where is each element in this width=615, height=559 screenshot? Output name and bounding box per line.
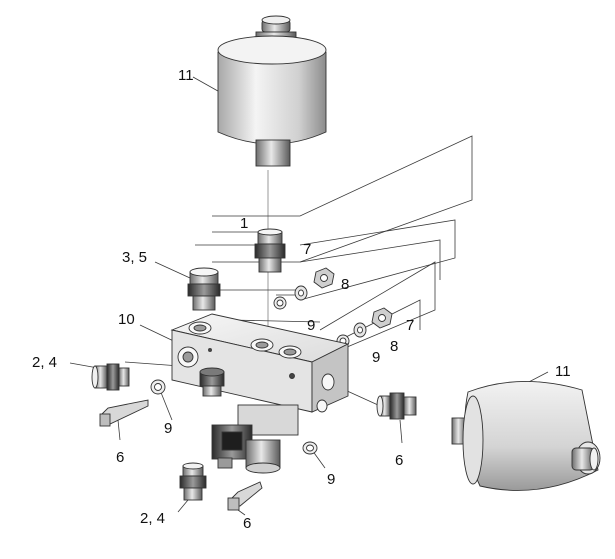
callout-11-top: 11 — [178, 67, 194, 84]
nut-7-lower — [371, 307, 393, 329]
callout-10: 10 — [118, 311, 135, 328]
accumulator-right — [451, 381, 601, 491]
callout-9-bottom: 9 — [327, 471, 335, 488]
callout-labels: 11 1 3, 5 7 8 9 7 8 9 10 2, 4 9 6 6 9 2,… — [32, 67, 571, 532]
solenoid-valve — [211, 404, 299, 474]
callout-6-right: 6 — [395, 452, 403, 469]
fitting-6-right — [376, 392, 417, 420]
fitting-1 — [254, 228, 286, 273]
bolt-6-bottom — [227, 481, 263, 511]
callout-1: 1 — [240, 215, 248, 232]
fitting-3-5 — [187, 267, 221, 311]
fitting-2-4-bottom — [179, 462, 207, 501]
washer-9-bottom — [302, 441, 318, 455]
manifold-block — [170, 313, 350, 413]
washer-8-upper — [294, 285, 308, 301]
callout-7-lower: 7 — [406, 317, 414, 334]
callout-3-5: 3, 5 — [122, 249, 147, 266]
washer-9-upper — [273, 296, 287, 310]
callout-8-lower: 8 — [390, 338, 398, 355]
sensor-10 — [199, 367, 225, 397]
accumulator-top — [217, 15, 327, 167]
washer-9-left — [150, 379, 166, 395]
callout-9-upper: 9 — [307, 317, 315, 334]
nut-7-upper — [313, 267, 335, 289]
bolt-6-left — [99, 399, 149, 427]
callout-8-upper: 8 — [341, 276, 349, 293]
callout-11-right: 11 — [555, 363, 571, 380]
callout-6-bottom: 6 — [243, 515, 251, 532]
callout-9-left: 9 — [164, 420, 172, 437]
callout-2-4-bottom: 2, 4 — [140, 510, 165, 527]
callout-2-4-left: 2, 4 — [32, 354, 57, 371]
callout-6-left: 6 — [116, 449, 124, 466]
callout-7-upper: 7 — [303, 241, 311, 258]
callout-9-right: 9 — [372, 349, 380, 366]
fitting-2-4-left — [91, 363, 130, 391]
washer-8-lower — [353, 322, 367, 338]
